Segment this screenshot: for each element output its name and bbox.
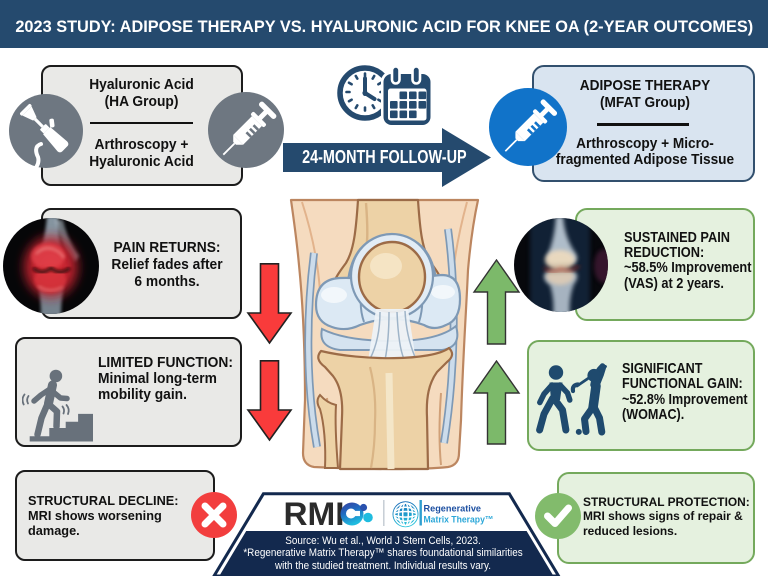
svg-text:Regenerative: Regenerative — [424, 503, 482, 514]
svg-text:RMI: RMI — [284, 496, 345, 532]
svg-text:Matrix Therapy™: Matrix Therapy™ — [424, 514, 494, 525]
